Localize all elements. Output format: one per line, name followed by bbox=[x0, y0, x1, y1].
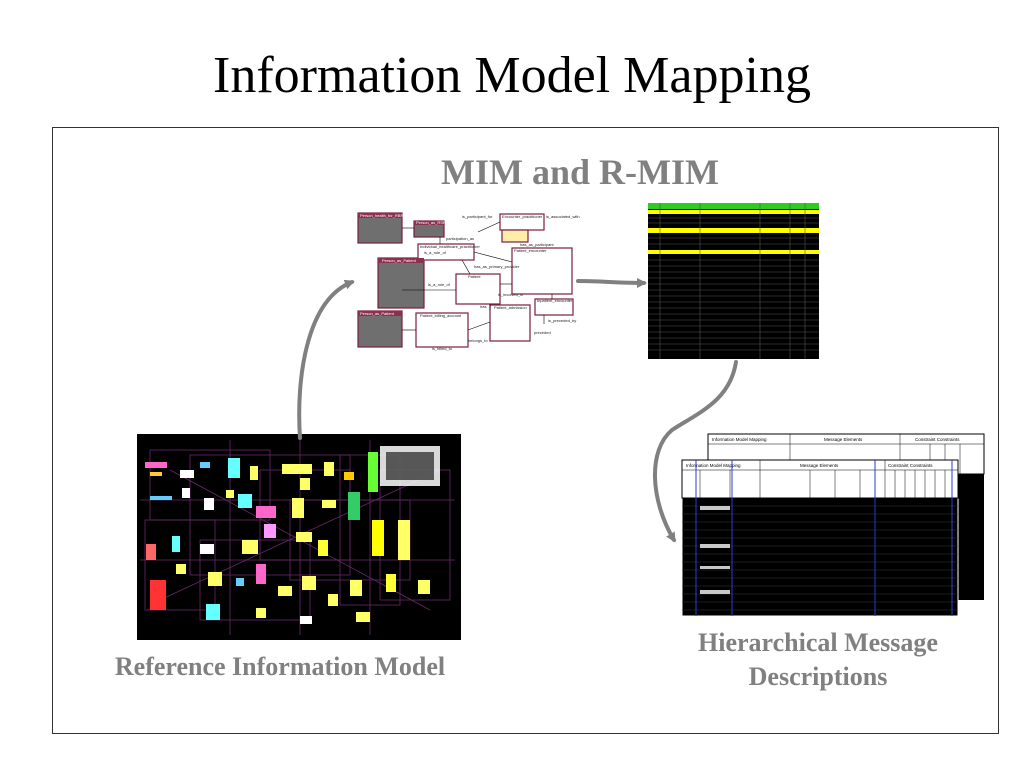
hmd-label: Hierarchical Message Descriptions bbox=[698, 628, 938, 691]
mim-rmim-label: MIM and R-MIM bbox=[441, 152, 719, 192]
slide-title: Information Model Mapping bbox=[213, 47, 811, 104]
content-frame bbox=[52, 127, 999, 734]
rim-label: Reference Information Model bbox=[114, 652, 446, 681]
